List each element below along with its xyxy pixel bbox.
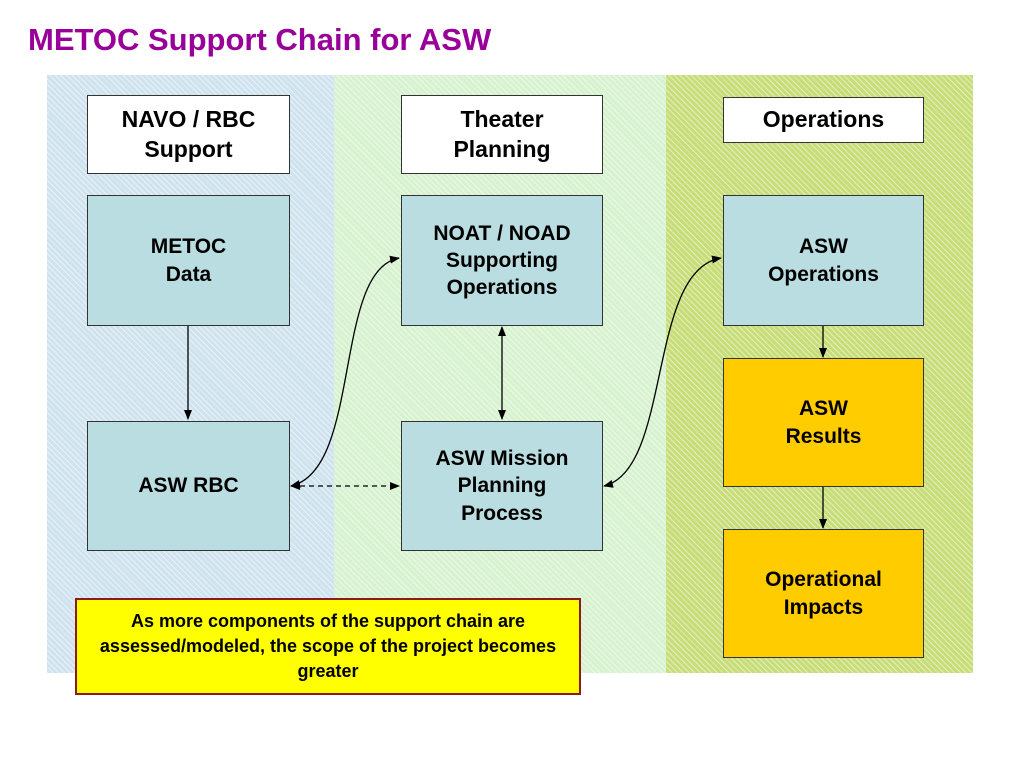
navo-rbc-band: [47, 75, 334, 673]
box-metoc-data: METOC Data: [87, 195, 290, 326]
rbc-noat-curved-arrow: [290, 255, 400, 488]
box-asw-results: ASW Results: [723, 358, 924, 487]
header-theater-planning: Theater Planning: [401, 95, 603, 174]
header-navo-rbc-support: NAVO / RBC Support: [87, 95, 290, 174]
box-asw-mission-planning: ASW Mission Planning Process: [401, 421, 603, 551]
box-operational-impacts: Operational Impacts: [723, 529, 924, 658]
scope-note: As more components of the support chain …: [75, 598, 581, 695]
box-asw-rbc: ASW RBC: [87, 421, 290, 551]
slide-title: METOC Support Chain for ASW: [28, 22, 492, 57]
planning-operations-curved-arrow: [603, 255, 722, 488]
box-noat-noad: NOAT / NOAD Supporting Operations: [401, 195, 603, 326]
box-asw-operations: ASW Operations: [723, 195, 924, 326]
header-operations: Operations: [723, 97, 924, 143]
